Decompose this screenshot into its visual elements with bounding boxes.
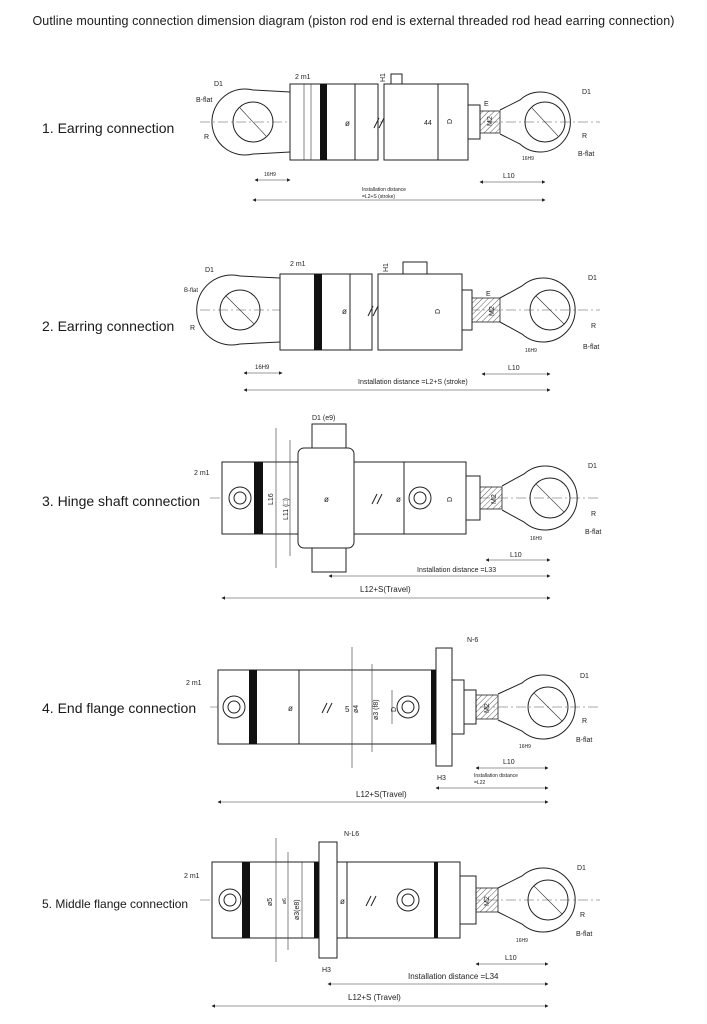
- label-2m1-3: 2 m1: [194, 470, 210, 477]
- dim-5: 5: [345, 705, 350, 714]
- label-d1-3: D1: [588, 463, 597, 470]
- label-l10-3: L10: [510, 552, 522, 559]
- dim-phi-4: ø: [288, 704, 293, 713]
- dim-e-2: E: [486, 291, 491, 298]
- label-h3-4: H3: [437, 775, 446, 782]
- label-2m1-2: 2 m1: [290, 261, 306, 268]
- label-r-4: R: [582, 718, 587, 725]
- label-bflat-4: B-flat: [576, 737, 592, 744]
- label-d1-4: D1: [580, 673, 589, 680]
- label-16h9-front-2: 16H9: [525, 348, 537, 354]
- dim-l11: L11 (□): [283, 498, 290, 520]
- label-2m1-4: 2 m1: [186, 680, 202, 687]
- dim-d6: ø6: [282, 898, 288, 904]
- dim-d4: ø4: [353, 705, 360, 713]
- label-r-rear-1: R: [204, 134, 209, 141]
- label-r-front-1: R: [582, 133, 587, 140]
- label-l10-2: L10: [508, 365, 520, 372]
- dim-d-1: D: [447, 119, 454, 124]
- label-r-front-2: R: [591, 323, 596, 330]
- label-n6: N-6: [467, 637, 478, 644]
- dim-l16: L16: [268, 493, 275, 505]
- label-install-5: Installation distance =L34: [408, 972, 499, 981]
- label-nl6: N-L6: [344, 831, 359, 838]
- label-d1-front-2: D1: [588, 275, 597, 282]
- label-l10-4: L10: [503, 759, 515, 766]
- dim-d-3: D: [447, 497, 454, 502]
- dim-h1-1: H1: [380, 73, 387, 82]
- dim-d5: ø5: [267, 898, 274, 906]
- section-label-earring-1: 1. Earring connection: [42, 120, 175, 136]
- dim-m2-2: M2: [489, 306, 496, 316]
- label-bflat-front-2: B-flat: [583, 344, 599, 351]
- dim-d-4: D: [391, 707, 398, 712]
- label-bflat-3: B-flat: [585, 529, 601, 536]
- section-label-end-flange: 4. End flange connection: [42, 700, 197, 716]
- label-l12-travel-3: L12+S(Travel): [360, 585, 411, 594]
- label-install-3: Installation distance =L33: [417, 567, 496, 574]
- label-d1-e9: D1 (e9): [312, 415, 335, 422]
- label-l12-travel-4: L12+S(Travel): [356, 790, 407, 799]
- label-16h9-4: 16H9: [519, 744, 531, 750]
- label-r-3: R: [591, 511, 596, 518]
- label-install-2: Installation distance =L2+S (stroke): [358, 379, 468, 386]
- label-bflat-5: B-flat: [576, 931, 592, 938]
- label-d1-5: D1: [577, 865, 586, 872]
- diagram-earring-connection-2: ø H1 D M2 E D1 B-flat R 2 m1 D1 R B-flat…: [184, 261, 600, 392]
- label-16h9-3: 16H9: [530, 536, 542, 542]
- dim-phi-2: ø: [342, 307, 347, 316]
- dim-phi-1: ø: [345, 119, 350, 128]
- dim-e-1: E: [484, 101, 489, 108]
- label-2m1-5: 2 m1: [184, 873, 200, 880]
- label-install-1b: =L2+S (stroke): [362, 194, 395, 200]
- dim-phi-3b: ø: [396, 495, 401, 504]
- label-d1-rear-2: D1: [205, 267, 214, 274]
- label-2m1-1: 2 m1: [295, 74, 311, 81]
- dim-h1-2: H1: [383, 263, 390, 272]
- label-bflat-rear-1: B-flat: [196, 97, 212, 104]
- dim-m2-3: M2: [491, 494, 498, 504]
- label-16h9-rear-1: 16H9: [264, 172, 276, 178]
- label-bflat-rear-2: B-flat: [184, 288, 198, 294]
- label-l10-5: L10: [505, 955, 517, 962]
- page-title: Outline mounting connection dimension di…: [32, 14, 675, 28]
- section-label-hinge-shaft: 3. Hinge shaft connection: [42, 493, 200, 509]
- dim-44: 44: [424, 120, 432, 127]
- dim-d3-e8: ø3(e8): [294, 899, 301, 920]
- diagram-earring-connection-1: ø 44 D H1 M2 E D1 B-flat R 2 m1 D1 R B-f…: [196, 73, 600, 202]
- dim-m2-4: M2: [484, 703, 491, 713]
- label-16h9-rear-2: 16H9: [255, 365, 270, 371]
- label-install-4: Installation distance: [474, 773, 518, 779]
- label-r-5: R: [580, 912, 585, 919]
- label-16h9-5: 16H9: [516, 938, 528, 944]
- dim-m2-1: M2: [487, 116, 494, 126]
- label-16h9-front-1: 16H9: [522, 156, 534, 162]
- label-h3-5: H3: [322, 967, 331, 974]
- dim-phi-3: ø: [324, 495, 329, 504]
- label-install-1: Installation distance: [362, 187, 406, 193]
- label-d1-rear-1: D1: [214, 81, 223, 88]
- diagram-middle-flange-connection: ø5 ø6 ø3(e8) ø M2 N-L6 2 m1 D1 R B-flat …: [184, 831, 600, 1008]
- diagram-end-flange-connection: ø 5 ø4 ø3 (f8) D M2 N-6 2 m1 D1 R B-flat…: [186, 637, 600, 804]
- dim-d-2: D: [435, 309, 442, 314]
- dim-d3-f8: ø3 (f8): [373, 699, 380, 720]
- label-bflat-front-1: B-flat: [578, 151, 594, 158]
- section-label-middle-flange: 5. Middle flange connection: [42, 897, 189, 911]
- dim-phi-5: ø: [340, 897, 345, 906]
- label-install-4b: =L22: [474, 780, 485, 786]
- label-d1-front-1: D1: [582, 89, 591, 96]
- label-r-rear-2: R: [190, 325, 195, 332]
- dim-m2-5: M2: [484, 896, 491, 906]
- label-l10-1: L10: [503, 173, 515, 180]
- section-label-earring-2: 2. Earring connection: [42, 318, 175, 334]
- label-l12-travel-5: L12+S (Travel): [348, 993, 401, 1002]
- diagram-hinge-shaft-connection: L16 L11 (□) D1 (e9) ø ø D M2 2 m1 D1 R B…: [194, 415, 601, 600]
